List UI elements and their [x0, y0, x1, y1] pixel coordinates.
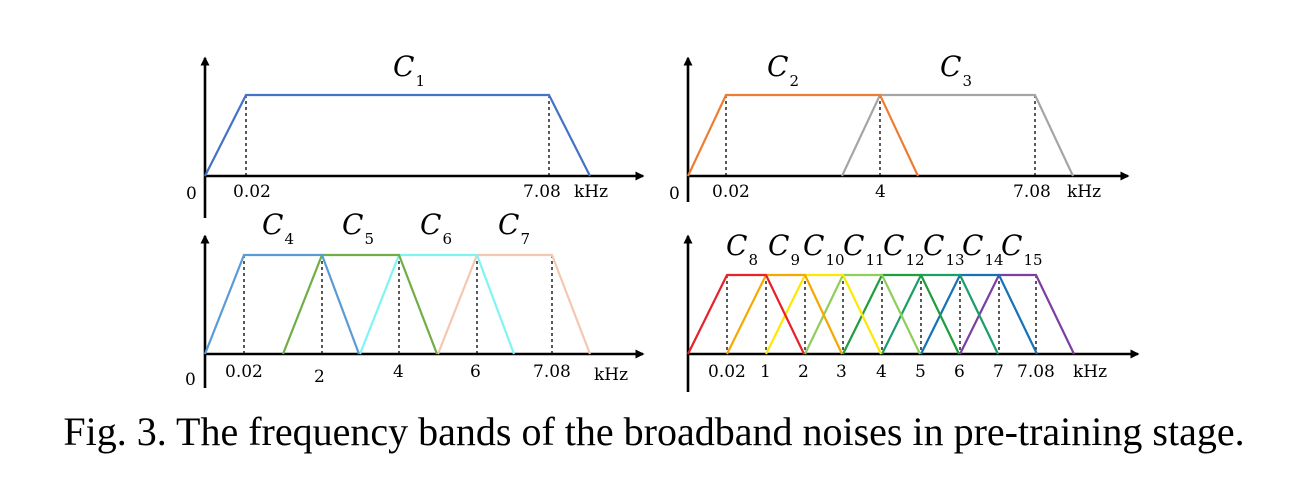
band-label-c15: C15: [1001, 229, 1043, 269]
panel-d: C8 C9 C10 C11 C12 C13 C14 C15 0.02 1 2 3…: [683, 229, 1140, 392]
band-label-c1: C1: [393, 50, 425, 90]
panel-a-origin-label: 0: [186, 184, 197, 204]
band-label-c9: C9: [768, 229, 800, 269]
band-c5: [281, 253, 439, 355]
panel-b-tick-label: 0.02: [712, 182, 750, 202]
band-c9: [726, 273, 843, 355]
band-label-c5: C5: [342, 208, 374, 248]
panel-b-tick-label: 7.08: [1013, 182, 1051, 202]
figure-caption: Fig. 3. The frequency bands of the broad…: [63, 409, 1245, 454]
band-c8: [687, 273, 805, 355]
panel-c: C4 C5 C6 C7 0 0.02 2 4 6 7.08 kHz: [185, 208, 645, 390]
panel-d-tick-label: 4: [876, 362, 887, 382]
panel-b-unit-label: kHz: [1067, 182, 1101, 202]
band-c7: [436, 253, 592, 355]
panel-d-tick-label: 3: [836, 362, 847, 382]
panel-d-tick-label: 7.08: [1017, 362, 1055, 382]
band-label-c7: C7: [498, 208, 530, 248]
panel-c-tick-label: 4: [393, 362, 404, 382]
panel-d-tick-label: 5: [915, 362, 926, 382]
panel-a-tick-label: 0.02: [233, 182, 271, 202]
band-label-c8: C8: [726, 229, 758, 269]
panel-d-tick-label: 1: [760, 362, 771, 382]
band-label-c11: C11: [843, 229, 885, 269]
frequency-band-figure: C1 0 0.02 7.08 kHz C2 C3 0 0.02 4 7.08 k…: [185, 50, 1140, 392]
panel-a: C1 0 0.02 7.08 kHz: [186, 50, 645, 218]
panel-c-origin-label: 0: [185, 370, 196, 390]
band-label-c10: C10: [803, 229, 845, 269]
band-label-c4: C4: [262, 208, 294, 248]
band-label-c2: C2: [767, 50, 799, 90]
band-label-c13: C13: [923, 229, 965, 269]
panel-c-unit-label: kHz: [594, 365, 628, 385]
band-label-c6: C6: [420, 208, 452, 248]
band-c3: [841, 93, 1074, 177]
band-c6: [358, 253, 516, 355]
panel-c-tick-label: 6: [470, 362, 481, 382]
band-c1: [204, 93, 591, 177]
band-label-c14: C14: [962, 229, 1004, 269]
panel-d-tick-label: 6: [954, 362, 965, 382]
panel-c-tick-label: 7.08: [533, 362, 571, 382]
panel-c-tick-label: 0.02: [225, 362, 263, 382]
panel-a-unit-label: kHz: [574, 182, 608, 202]
band-label-c12: C12: [883, 229, 925, 269]
panel-b: C2 C3 0 0.02 4 7.08 kHz: [669, 50, 1130, 204]
band-label-c3: C3: [940, 50, 972, 90]
panel-d-unit-label: kHz: [1073, 362, 1107, 382]
panel-d-tick-label: 7: [993, 362, 1004, 382]
panel-d-tick-label: 2: [798, 362, 809, 382]
band-c2: [687, 93, 919, 177]
panel-d-tick-label: 0.02: [708, 362, 746, 382]
band-c4: [203, 253, 361, 355]
panel-a-tick-label: 7.08: [523, 182, 561, 202]
panel-b-tick-label: 4: [875, 182, 886, 202]
panel-c-tick-label: 2: [314, 367, 325, 387]
panel-b-origin-label: 0: [669, 184, 680, 204]
